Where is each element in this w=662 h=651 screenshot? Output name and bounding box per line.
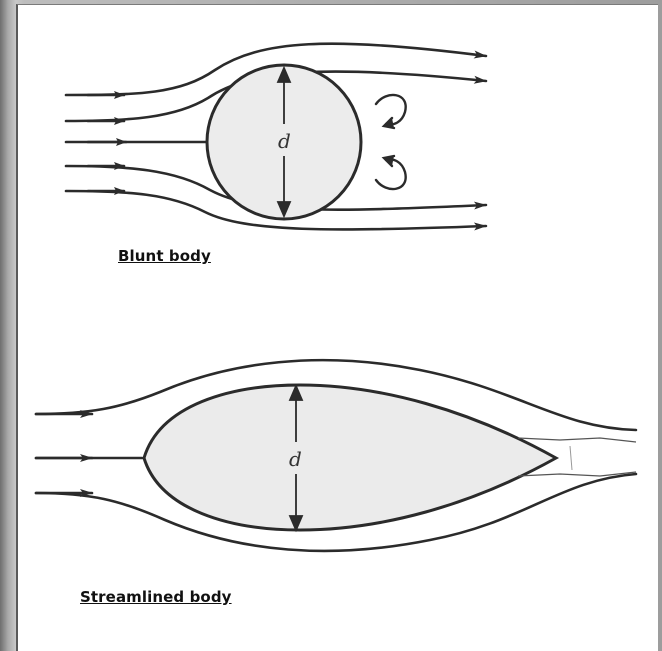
- blunt-dimension-label: d: [278, 129, 291, 153]
- streamlined-dimension-label: d: [289, 447, 302, 471]
- blunt-body-caption: Blunt body: [118, 247, 211, 265]
- streamlined-body-shape: [144, 385, 556, 530]
- streamlined-body-caption: Streamlined body: [80, 588, 232, 606]
- wake-vortex-icons: [376, 95, 406, 189]
